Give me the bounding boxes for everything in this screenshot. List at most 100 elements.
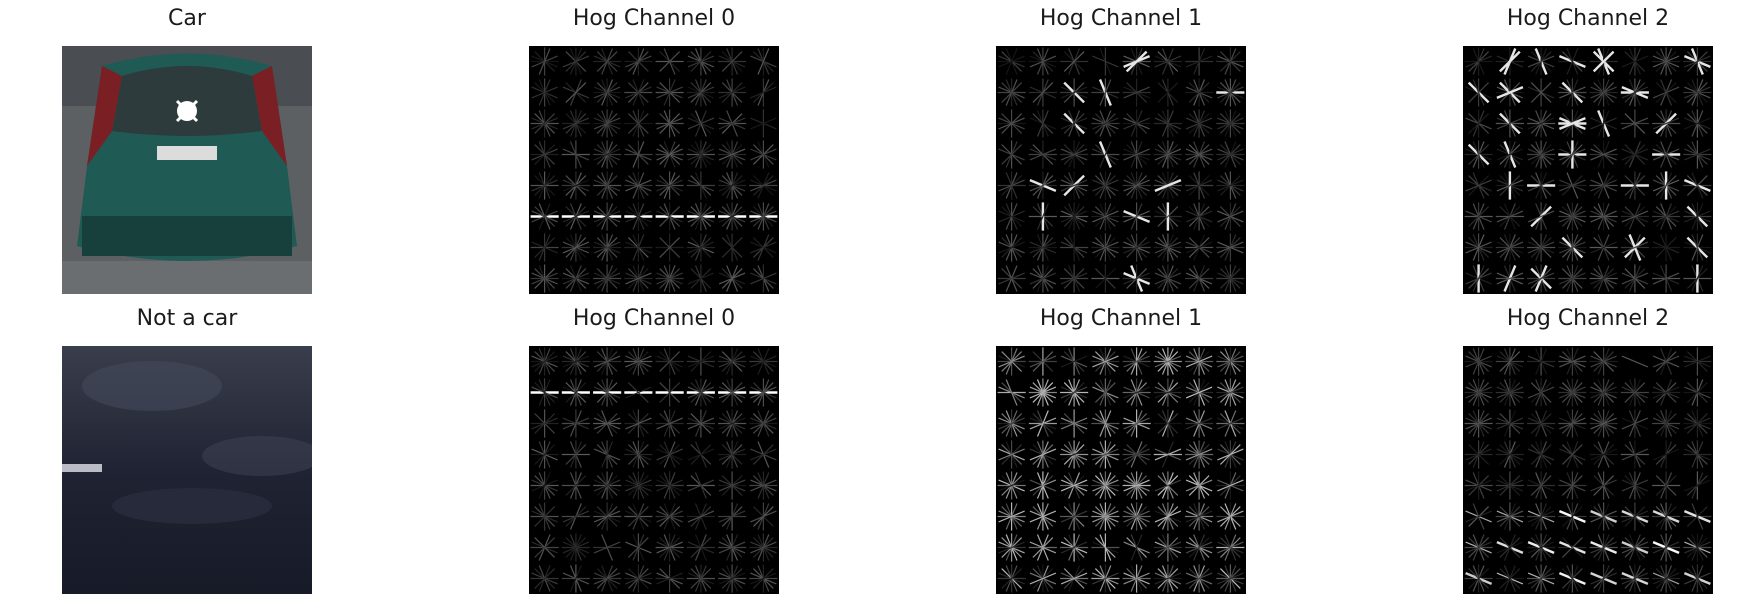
hog-gradient-stroke — [1686, 506, 1708, 527]
panel-title: Not a car — [136, 306, 238, 331]
hog-gradient-stroke — [1496, 386, 1524, 399]
hog-gradient-stroke — [1499, 351, 1521, 372]
hog-gradient-stroke — [1029, 572, 1057, 585]
hog-gradient-stroke — [656, 86, 683, 99]
hog-gradient-stroke — [1559, 355, 1586, 368]
hog-gradient-stroke — [718, 448, 746, 461]
hog-gradient-stroke — [1217, 241, 1244, 254]
hog-gradient-stroke — [1029, 448, 1057, 461]
hog-gradient-stroke — [1684, 86, 1711, 99]
hog-gradient-stroke — [1496, 117, 1524, 130]
hog-gradient-stroke — [1092, 479, 1119, 492]
hog-gradient-stroke — [1684, 55, 1711, 68]
hog-gradient-stroke — [1592, 50, 1615, 73]
hog-gradient-stroke — [1652, 386, 1680, 399]
hog-gradient-stroke — [1157, 82, 1179, 103]
hog-gradient-stroke — [1123, 572, 1150, 585]
hog-gradient-stroke — [1655, 237, 1677, 258]
hog-gradient-stroke — [1686, 268, 1708, 289]
hog-gradient-stroke — [1621, 417, 1649, 430]
hog-gradient-stroke — [1496, 85, 1524, 100]
hog-gradient-stroke — [1217, 448, 1244, 461]
hog-gradient-stroke — [1652, 210, 1680, 223]
hog-gradient-stroke — [1123, 86, 1150, 99]
hog-gradient-stroke — [718, 148, 746, 161]
hog-gradient-stroke — [1561, 475, 1583, 496]
hog-gradient-stroke — [1527, 572, 1555, 585]
hog-gradient-stroke — [718, 510, 746, 523]
hog-gradient-stroke — [718, 572, 746, 585]
hog-gradient-stroke — [656, 541, 683, 554]
hog-gradient-stroke — [1185, 541, 1213, 554]
hog-gradient-stroke — [1624, 382, 1646, 403]
hog-gradient-stroke — [1092, 241, 1119, 254]
hog-gradient-stroke — [593, 355, 621, 368]
hog-gradient-stroke — [1621, 510, 1649, 523]
hog-gradient-stroke — [1060, 272, 1088, 285]
hog-gradient-stroke — [1060, 117, 1088, 130]
hog-gradient-stroke — [1530, 413, 1552, 434]
hog-gradient-stroke — [1684, 117, 1711, 130]
hog-gradient-stroke — [1652, 572, 1680, 585]
hog-gradient-stroke — [1029, 55, 1057, 68]
hog-gradient-stroke — [1652, 148, 1680, 161]
hog-gradient-stroke — [1684, 417, 1711, 430]
hog-gradient-stroke — [1590, 86, 1617, 99]
hog-gradient-stroke — [1652, 179, 1680, 192]
hog-gradient-stroke — [1527, 241, 1555, 254]
hog-gradient-stroke — [565, 382, 587, 403]
hog-gradient-stroke — [1559, 210, 1586, 223]
hog-gradient-stroke — [750, 117, 777, 130]
hog-gradient-stroke — [531, 86, 558, 99]
hog-gradient-stroke — [593, 572, 621, 585]
hog-gradient-stroke — [721, 51, 743, 72]
hog-gradient-stroke — [1621, 572, 1649, 585]
hog-gradient-stroke — [1217, 86, 1244, 99]
hog-gradient-stroke — [1060, 210, 1088, 223]
hog-gradient-stroke — [1684, 210, 1711, 223]
hog-gradient-stroke — [1123, 210, 1150, 223]
hog-gradient-stroke — [596, 382, 618, 403]
hog-gradient-stroke — [687, 448, 715, 461]
hog-gradient-stroke — [687, 210, 715, 223]
hog-gradient-stroke — [659, 351, 681, 372]
hog-gradient-stroke — [534, 237, 556, 258]
hog-gradient-stroke — [1559, 241, 1586, 254]
hog-gradient-stroke — [1468, 113, 1490, 134]
not-car-photo — [62, 346, 312, 594]
hog-gradient-stroke — [1092, 448, 1119, 461]
hog-gradient-stroke — [1217, 386, 1244, 399]
hog-gradient-stroke — [625, 417, 652, 430]
hog-gradient-stroke — [1185, 179, 1213, 192]
hog-gradient-stroke — [565, 444, 587, 465]
hog-gradient-stroke — [531, 479, 558, 492]
hog-gradient-stroke — [1001, 144, 1023, 165]
hog-gradient-stroke — [1217, 417, 1244, 430]
hog-gradient-stroke — [1217, 541, 1244, 554]
hog-gradient-stroke — [1060, 417, 1088, 430]
panel-title: Hog Channel 0 — [572, 6, 736, 31]
hog-gradient-stroke — [1465, 541, 1492, 554]
hog-gradient-stroke — [1465, 241, 1492, 254]
hog-gradient-stroke — [1590, 386, 1617, 399]
hog-gradient-stroke — [750, 272, 777, 285]
hog-gradient-stroke — [687, 241, 715, 254]
hog-gradient-stroke — [1154, 386, 1182, 399]
hog-gradient-stroke — [596, 51, 618, 72]
hog-gradient-stroke — [625, 86, 652, 99]
hog-gradient-stroke — [1123, 179, 1150, 192]
hog-gradient-stroke — [1621, 355, 1649, 368]
hog-gradient-stroke — [1558, 116, 1586, 131]
hog-gradient-stroke — [1527, 386, 1555, 399]
hog-gradient-stroke — [562, 210, 590, 223]
hog-gradient-stroke — [1655, 413, 1677, 434]
hog-gradient-stroke — [1188, 82, 1210, 103]
hog-gradient-stroke — [1590, 572, 1617, 585]
hog-visualization — [1463, 46, 1713, 294]
hog-gradient-stroke — [1154, 510, 1182, 523]
hog-gradient-stroke — [531, 272, 558, 285]
hog-gradient-stroke — [1652, 86, 1680, 99]
hog-gradient-stroke — [687, 479, 715, 492]
hog-gradient-stroke — [1590, 541, 1617, 554]
hog-gradient-stroke — [1621, 117, 1649, 130]
